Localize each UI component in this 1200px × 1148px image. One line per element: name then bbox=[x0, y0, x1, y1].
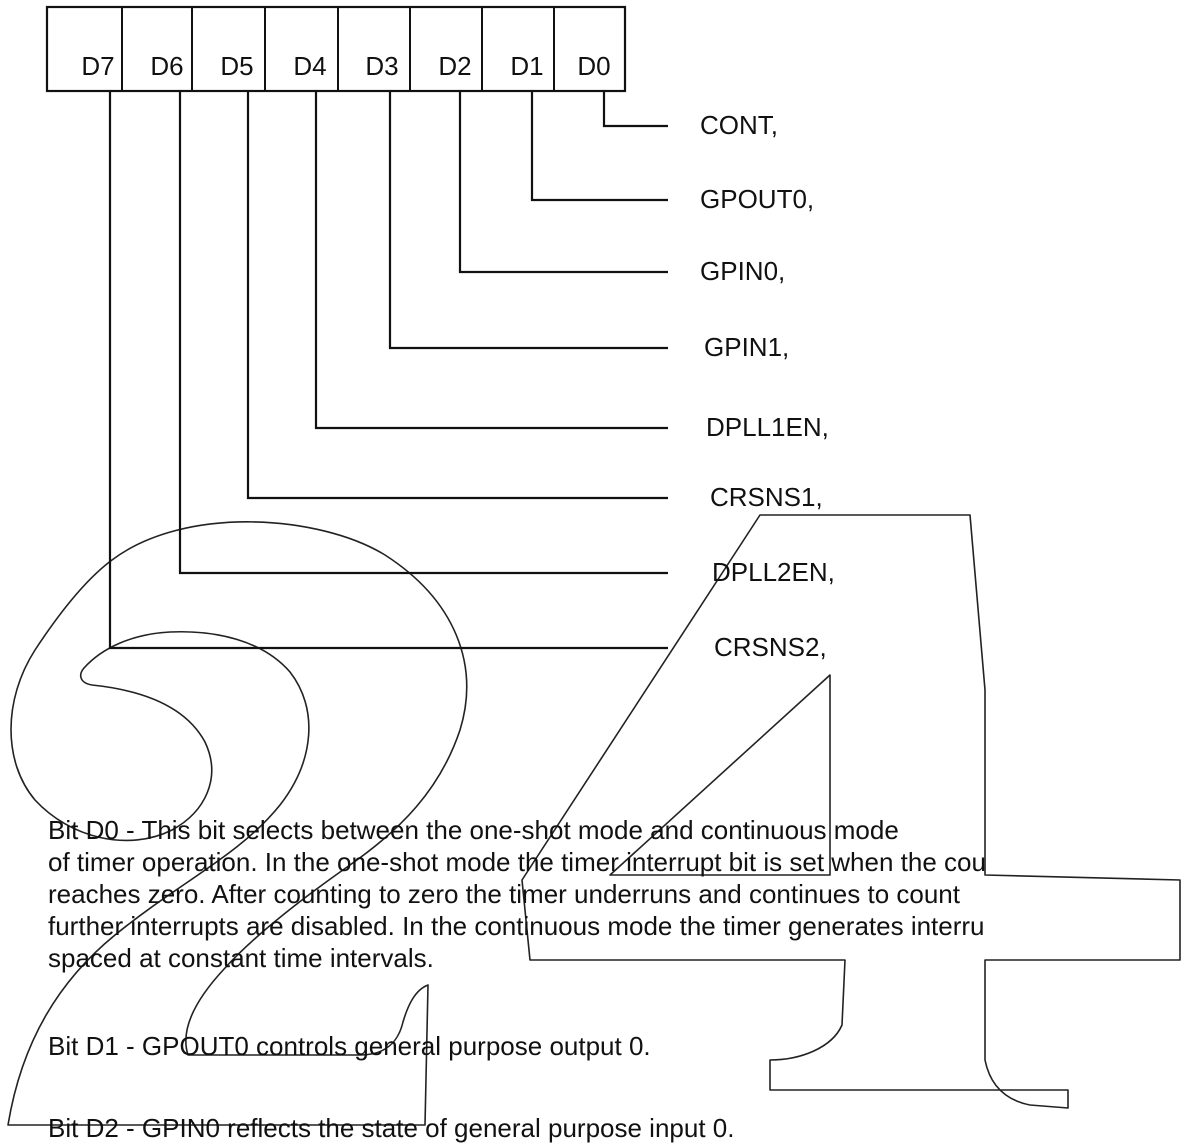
bit-label-d5: D5 bbox=[220, 51, 253, 81]
desc-d0-line-4: further interrupts are disabled. In the … bbox=[48, 911, 985, 941]
signal-label-crsns1: CRSNS1, bbox=[710, 482, 823, 512]
desc-d0-line-1: Bit D0 - This bit selects between the on… bbox=[48, 815, 899, 845]
watermark-digit-2 bbox=[7, 521, 468, 1126]
watermark-24 bbox=[7, 514, 1181, 1126]
signal-labels: CONT, GPOUT0, GPIN0, GPIN1, DPLL1EN, CRS… bbox=[700, 110, 835, 662]
register-box: D7 D6 D5 D4 D3 D2 D1 D0 bbox=[45, 5, 627, 93]
desc-d1: Bit D1 - GPOUT0 controls general purpose… bbox=[48, 1031, 651, 1061]
connector-d7 bbox=[108, 90, 668, 650]
desc-d0-line-3: reaches zero. After counting to zero the… bbox=[48, 879, 960, 909]
connector-d4 bbox=[314, 90, 668, 430]
signal-label-gpout0: GPOUT0, bbox=[700, 184, 814, 214]
bit-label-d6: D6 bbox=[150, 51, 183, 81]
bit-label-d3: D3 bbox=[365, 51, 398, 81]
signal-label-cont: CONT, bbox=[700, 110, 778, 140]
connector-d6 bbox=[178, 90, 668, 575]
signal-label-dpll1en: DPLL1EN, bbox=[706, 412, 829, 442]
connector-d1 bbox=[530, 90, 668, 202]
desc-d0-line-2: of timer operation. In the one-shot mode… bbox=[48, 847, 986, 877]
bit-label-d7: D7 bbox=[81, 51, 114, 81]
connector-d0 bbox=[602, 90, 668, 128]
desc-d0-line-5: spaced at constant time intervals. bbox=[48, 943, 434, 973]
connector-d3 bbox=[388, 90, 668, 350]
connector-lines bbox=[108, 90, 668, 650]
bit-label-d2: D2 bbox=[438, 51, 471, 81]
signal-label-crsns2: CRSNS2, bbox=[714, 632, 827, 662]
signal-label-gpin1: GPIN1, bbox=[704, 332, 789, 362]
connector-d5 bbox=[246, 90, 668, 500]
bit-label-d1: D1 bbox=[510, 51, 543, 81]
signal-label-dpll2en: DPLL2EN, bbox=[712, 557, 835, 587]
register-cell-dividers bbox=[121, 7, 555, 91]
register-bit-labels: D7 D6 D5 D4 D3 D2 D1 D0 bbox=[81, 51, 610, 81]
bit-label-d0: D0 bbox=[577, 51, 610, 81]
connector-d2 bbox=[458, 90, 668, 274]
desc-d2: Bit D2 - GPIN0 reflects the state of gen… bbox=[48, 1113, 735, 1143]
watermark-digit-4 bbox=[521, 514, 1181, 1109]
bit-label-d4: D4 bbox=[293, 51, 326, 81]
signal-label-gpin0: GPIN0, bbox=[700, 256, 785, 286]
